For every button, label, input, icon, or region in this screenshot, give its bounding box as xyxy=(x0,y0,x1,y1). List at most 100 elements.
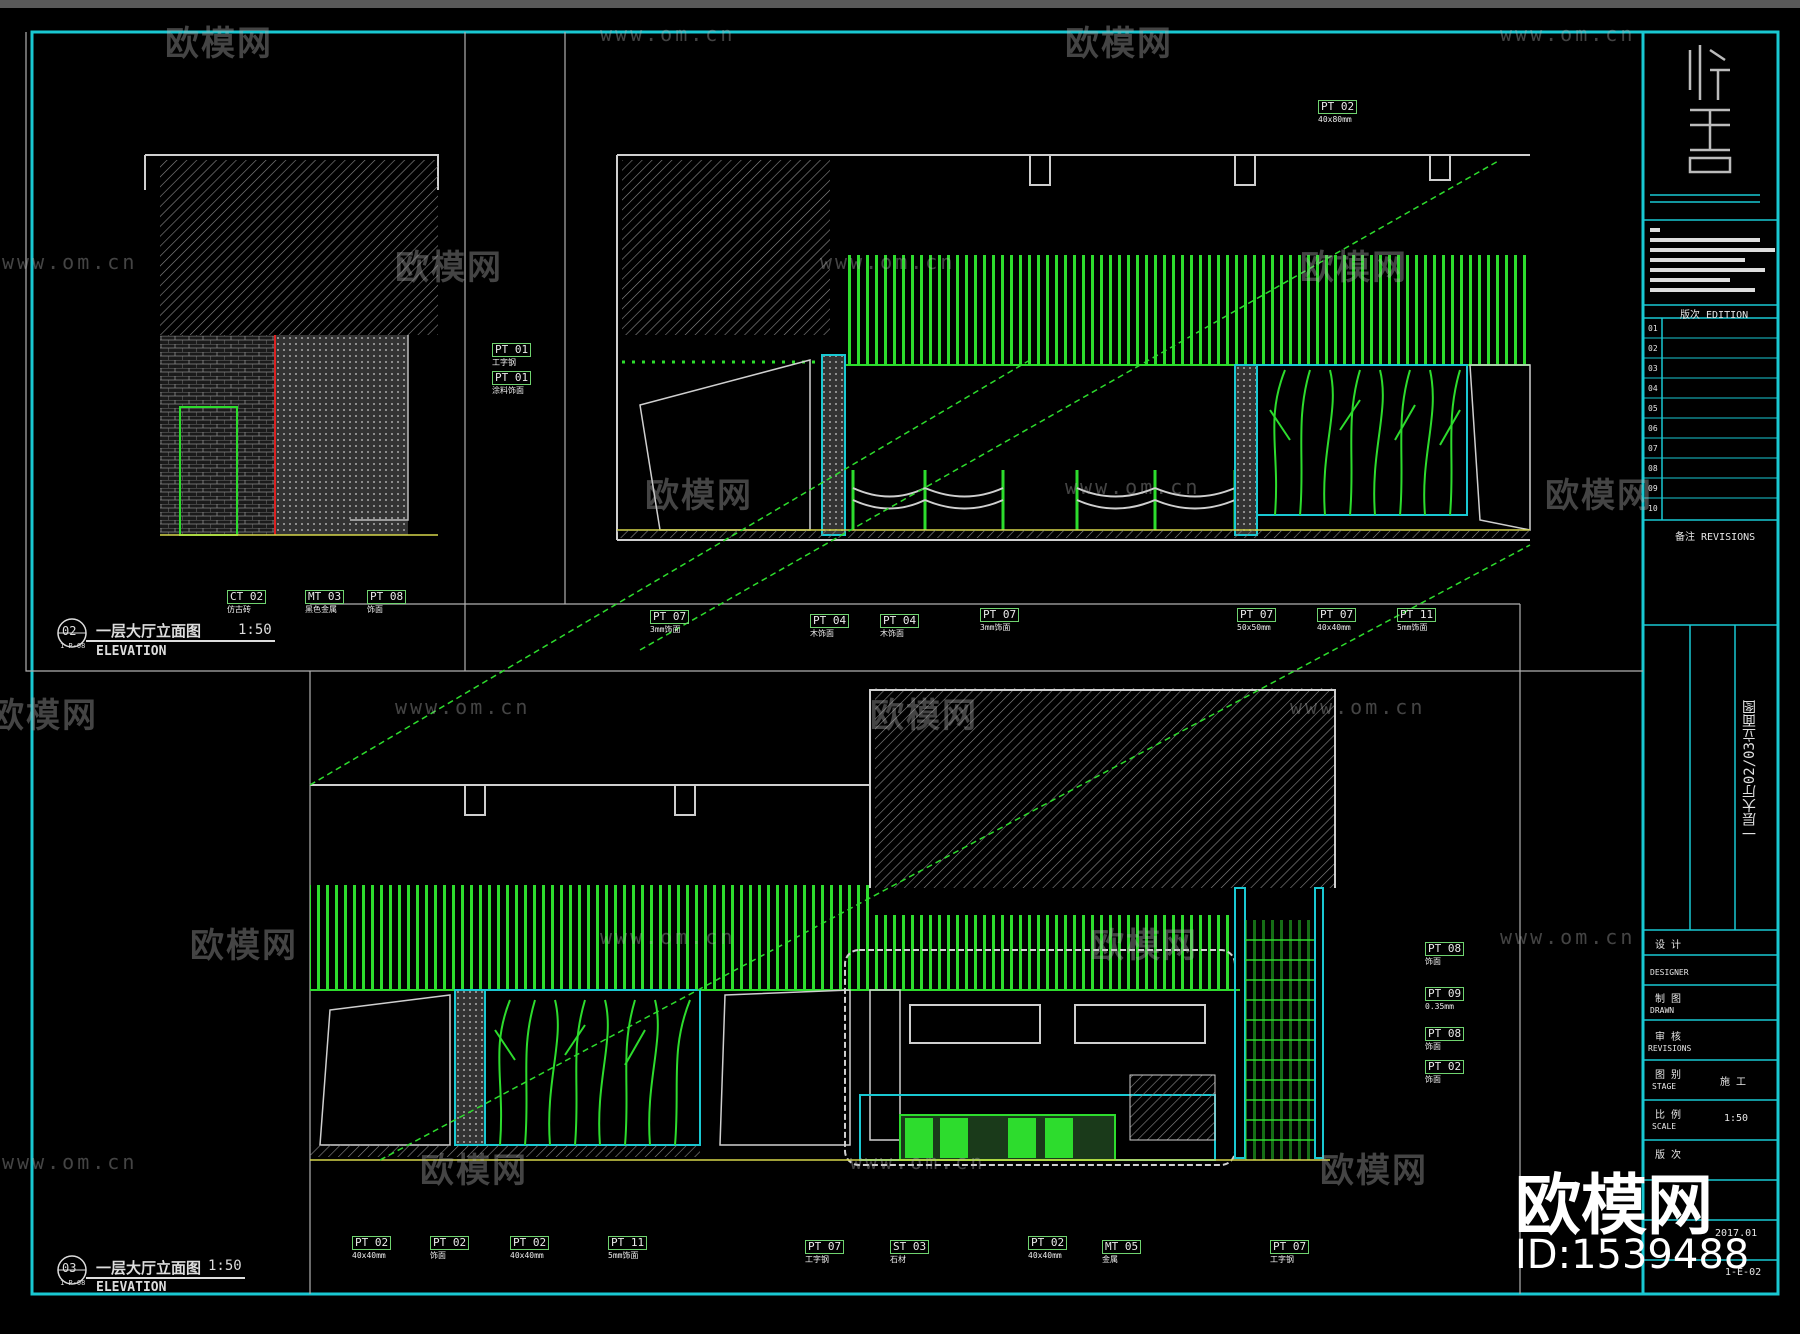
stamp-brand: 欧模网 xyxy=(1515,1167,1713,1244)
title-03-ref: 1-P-08 xyxy=(60,1279,86,1287)
sheet-number: 1-E-02 xyxy=(1725,1267,1762,1278)
revision-rows xyxy=(1643,337,1778,499)
title-block-lines xyxy=(1643,194,1778,1261)
section-line-1 xyxy=(639,159,1501,651)
watermark-url: www.om.cn xyxy=(395,695,531,719)
watermark-brand: 欧模网 xyxy=(420,1151,528,1191)
watermark-brand: 欧模网 xyxy=(1320,1151,1428,1191)
revision-row-number: 01 xyxy=(1648,324,1658,333)
watermark-url: www.om.cn xyxy=(600,22,736,46)
revision-row-number: 08 xyxy=(1648,464,1658,473)
title-marker-03 xyxy=(57,1255,245,1285)
watermark-brand: 欧模网 xyxy=(870,696,978,736)
revision-row-number: 09 xyxy=(1648,484,1658,493)
stage-en: STAGE xyxy=(1652,1082,1677,1091)
scale-en: SCALE xyxy=(1652,1122,1677,1131)
elevation-02-main xyxy=(616,154,1531,541)
stage-label: 图 别 xyxy=(1655,1070,1682,1081)
revision-row-number: 07 xyxy=(1648,444,1658,453)
title-03-sub: ELEVATION xyxy=(96,1280,167,1295)
watermark-url: www.om.cn xyxy=(1500,925,1636,949)
revision-row-number: 10 xyxy=(1648,504,1658,513)
watermark-url: www.om.cn xyxy=(1065,475,1201,499)
watermark-brand: 欧模网 xyxy=(395,248,503,288)
revision-row-number: 06 xyxy=(1648,424,1658,433)
watermark-url: www.om.cn xyxy=(2,1150,138,1174)
watermark-url: www.om.cn xyxy=(600,925,736,949)
version-label: 版 次 xyxy=(1655,1150,1682,1161)
watermark-url: www.om.cn xyxy=(2,250,138,274)
title-03-text: 一层大厅立面图 xyxy=(96,1259,202,1277)
title-02-number: 02 xyxy=(62,624,77,638)
watermark-brand: 欧模网 xyxy=(1545,476,1653,516)
watermark-brand: 欧模网 xyxy=(165,24,273,64)
watermark-brand: 欧模网 xyxy=(1065,24,1173,64)
title-02-scale: 1:50 xyxy=(238,622,272,638)
drawn-label: 制 图 xyxy=(1655,994,1682,1005)
section-line-3 xyxy=(379,544,1531,1161)
designer-label: 设 计 xyxy=(1655,940,1682,951)
watermark-url: www.om.cn xyxy=(1500,22,1636,46)
revision-row-number: 02 xyxy=(1648,344,1658,353)
revisions-label: 备注 REVISIONS xyxy=(1675,532,1756,543)
revision-row-number: 04 xyxy=(1648,384,1658,393)
drawn-en: DRAWN xyxy=(1650,1006,1675,1015)
edition-label: 版次 EDITION xyxy=(1680,310,1749,321)
date-value: 2017.01 xyxy=(1715,1228,1758,1239)
watermark-brand: 欧模网 xyxy=(190,926,298,966)
watermark-brand: 欧模网 xyxy=(1090,926,1198,966)
stamp-id: ID:1539488 xyxy=(1515,1232,1750,1278)
scale-label: 比 例 xyxy=(1655,1110,1682,1121)
watermark-brand: 欧模网 xyxy=(1300,248,1408,288)
title-02-text: 一层大厅立面图 xyxy=(96,622,202,640)
studio-logo-mark xyxy=(1688,45,1732,174)
title-block-frame xyxy=(1641,30,1780,1296)
elevation-02-left xyxy=(144,154,439,536)
elevation-03-main xyxy=(310,688,1336,1166)
title-marker-02 xyxy=(57,618,275,648)
check-label: 审 核 xyxy=(1655,1032,1682,1043)
title-02-sub: ELEVATION xyxy=(96,644,167,659)
revision-row-number: 05 xyxy=(1648,404,1658,413)
title-03-scale: 1:50 xyxy=(208,1258,242,1274)
watermark-url: www.om.cn xyxy=(1290,695,1426,719)
viewport-lines xyxy=(25,32,1643,1294)
title-block-bars xyxy=(1650,228,1775,292)
designer-en: DESIGNER xyxy=(1650,968,1689,977)
top-strip xyxy=(0,0,1800,8)
watermark-url: www.om.cn xyxy=(850,1150,986,1174)
title-03-number: 03 xyxy=(62,1261,77,1275)
title-02-ref: 1-P-08 xyxy=(60,642,86,650)
check-en: REVISIONS xyxy=(1648,1044,1692,1053)
watermark-brand: 欧模网 xyxy=(0,696,98,736)
watermark-url: www.om.cn xyxy=(820,250,956,274)
watermark-brand: 欧模网 xyxy=(645,476,753,516)
stage-value: 施 工 xyxy=(1720,1077,1747,1088)
